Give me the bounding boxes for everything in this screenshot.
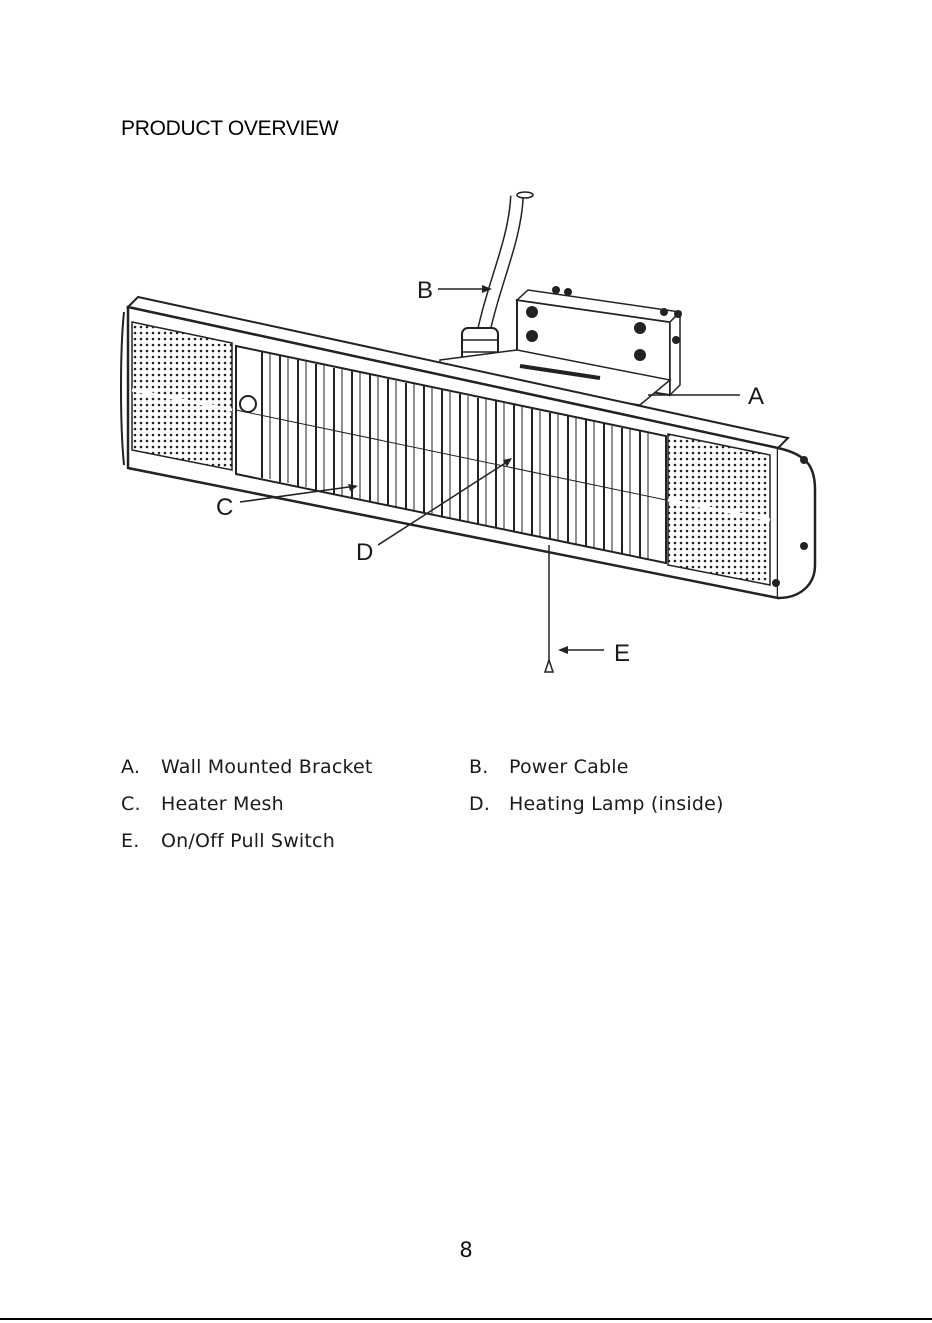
part-label: Heater Mesh (161, 793, 284, 815)
part-letter: E. (121, 830, 161, 852)
callout-e: E (614, 640, 630, 667)
perforated-panel-left (132, 322, 232, 470)
callout-c: C (216, 494, 233, 521)
part-label: Wall Mounted Bracket (161, 756, 373, 778)
bottom-rule (0, 1318, 932, 1320)
part-label: Power Cable (509, 756, 629, 778)
part-label: Heating Lamp (inside) (509, 793, 724, 815)
callout-b: B (417, 277, 433, 304)
pull-switch-cord (545, 545, 553, 672)
part-item-d: D.Heating Lamp (inside) (469, 793, 724, 815)
part-letter: B. (469, 756, 509, 778)
callout-d: D (356, 539, 373, 566)
part-item-c: C.Heater Mesh (121, 793, 284, 815)
part-letter: C. (121, 793, 161, 815)
part-item-a: A.Wall Mounted Bracket (121, 756, 373, 778)
part-item-e: E.On/Off Pull Switch (121, 830, 335, 852)
part-label: On/Off Pull Switch (161, 830, 335, 852)
callout-a: A (748, 383, 764, 410)
perforated-panel-right (668, 434, 770, 585)
part-letter: D. (469, 793, 509, 815)
heater-diagram: B A C D E (0, 0, 932, 720)
page-number: 8 (0, 1238, 932, 1262)
part-item-b: B.Power Cable (469, 756, 629, 778)
part-letter: A. (121, 756, 161, 778)
